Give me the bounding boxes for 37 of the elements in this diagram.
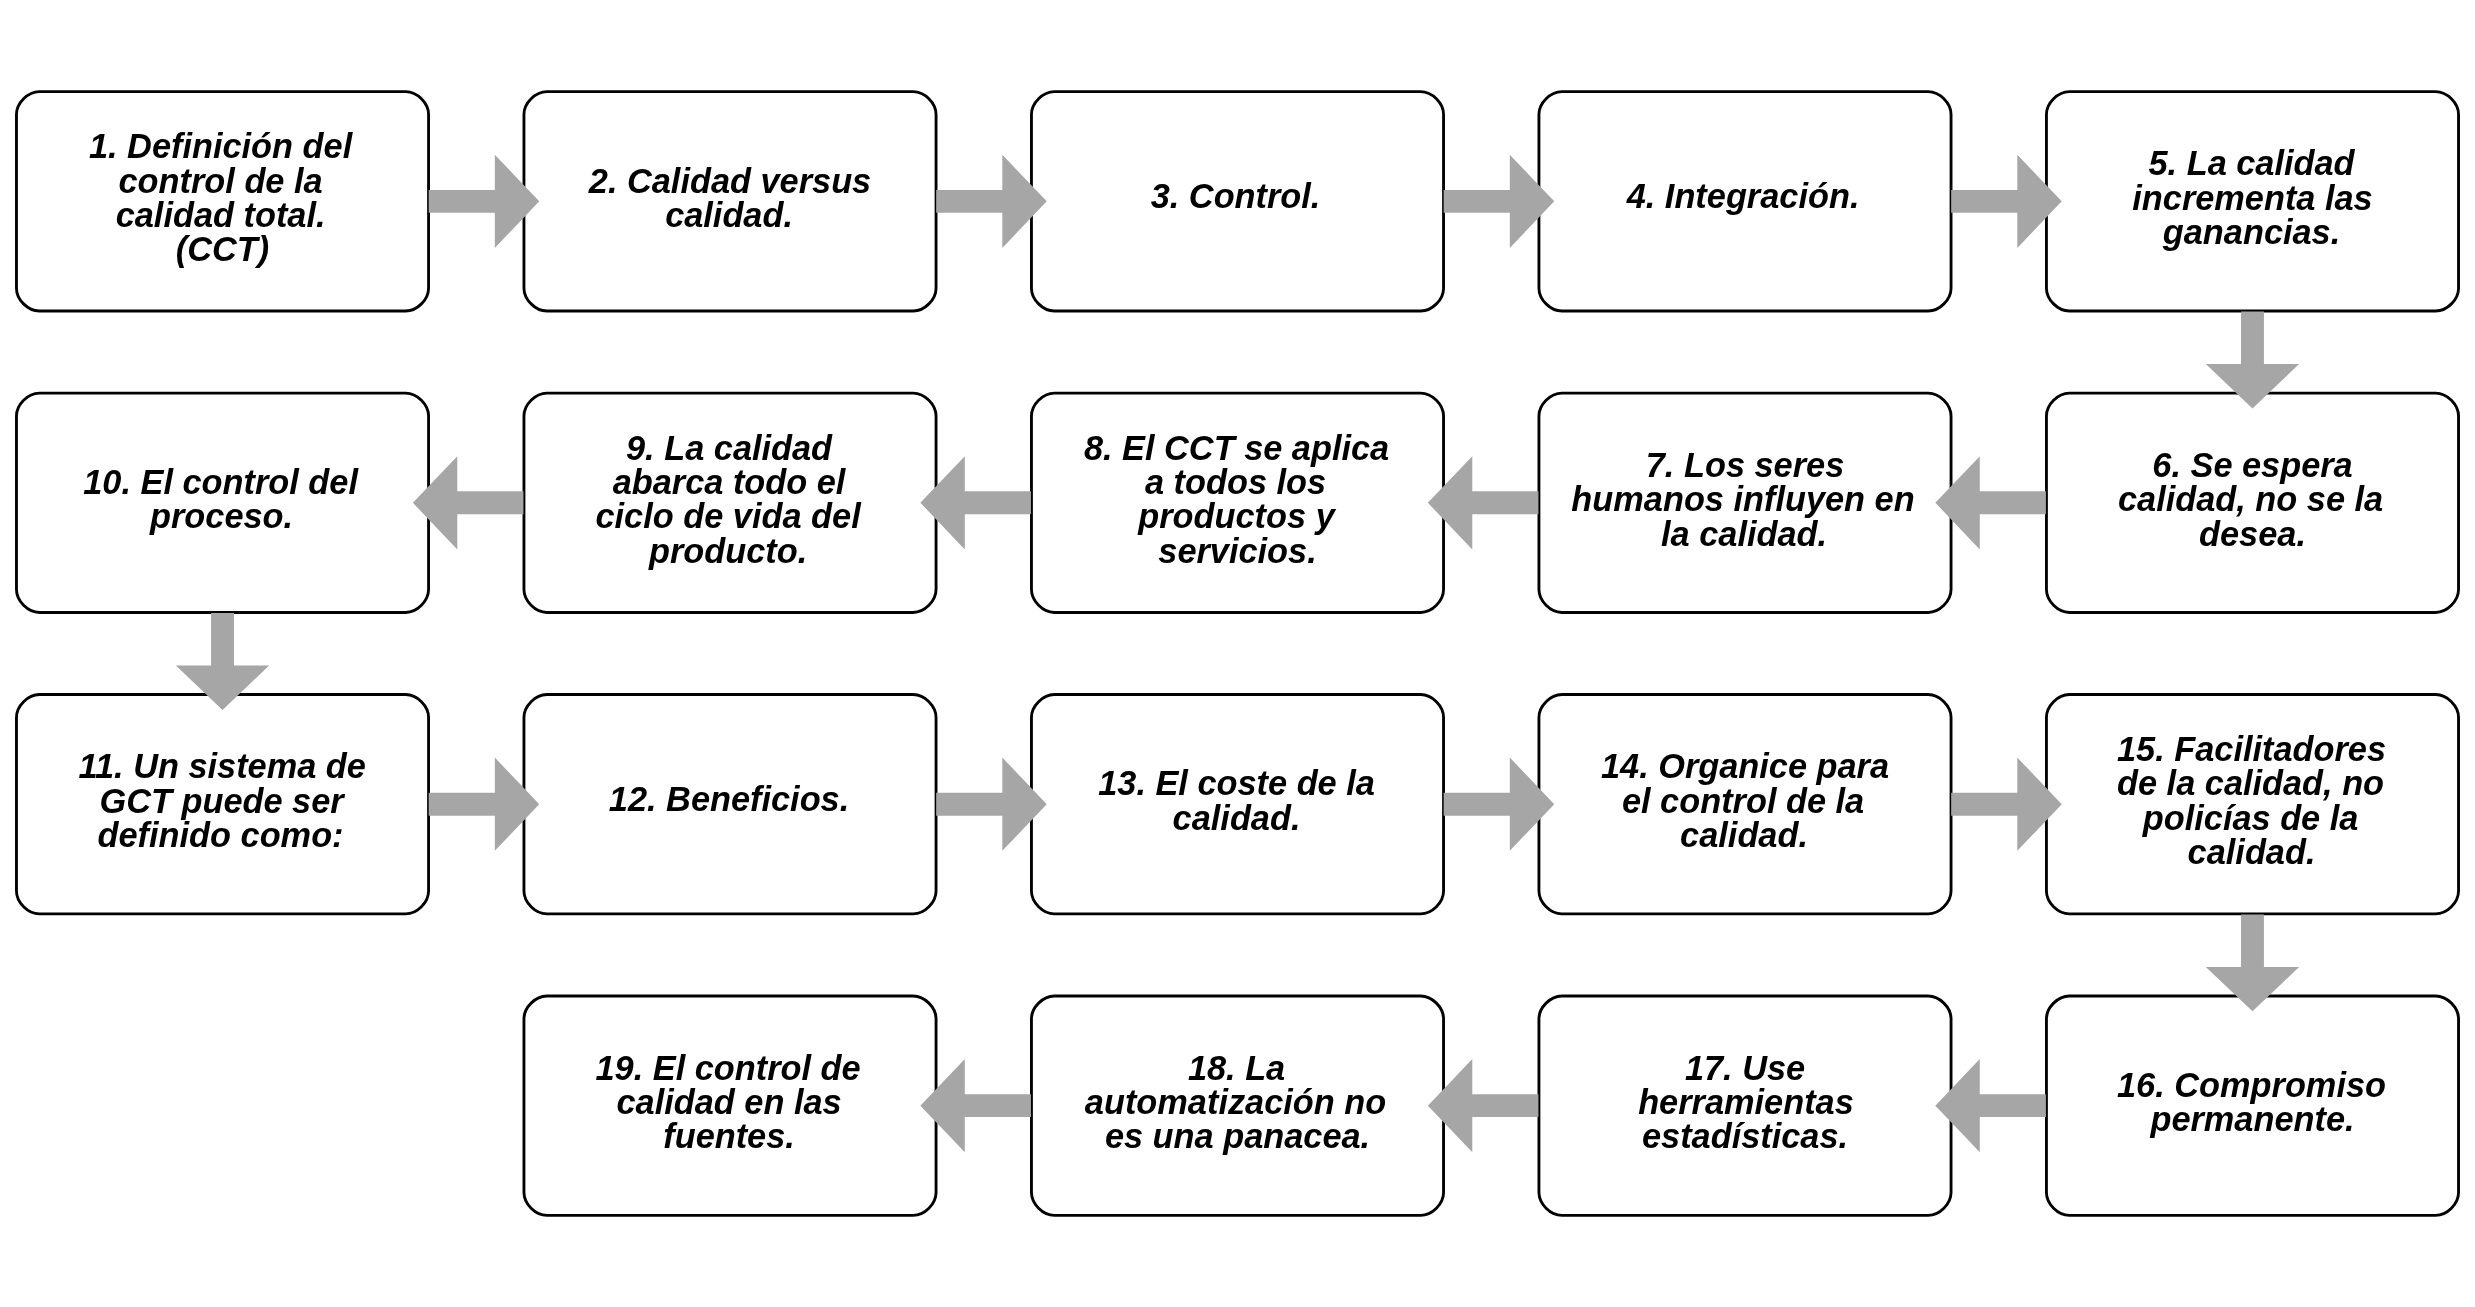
arrow bbox=[175, 613, 270, 710]
arrow bbox=[1951, 154, 2062, 248]
arrow bbox=[920, 1059, 1031, 1153]
node-box: 13. El coste de la calidad. bbox=[1030, 693, 1445, 916]
node-box: 6. Se espera calidad, no se la desea. bbox=[2045, 391, 2460, 614]
arrow bbox=[1443, 154, 1555, 248]
arrow bbox=[1935, 1059, 2046, 1153]
arrow bbox=[1935, 456, 2046, 550]
arrow bbox=[1427, 1059, 1539, 1153]
node-box: 7. Los seres humanos influyen en la calidad. bbox=[1537, 391, 1953, 614]
node-box: 17. Use herramientas estadísticas. bbox=[1537, 994, 1953, 1217]
arrow bbox=[412, 456, 524, 550]
node-box: 10. El control del proceso. bbox=[15, 391, 430, 614]
node-box: 11. Un sistema de GCT puede ser definido como: bbox=[15, 693, 430, 916]
node-box: 16. Compromiso permanente. bbox=[2045, 994, 2460, 1217]
arrow bbox=[2205, 914, 2300, 1012]
node-box: 19. El control de calidad en las fuentes. bbox=[522, 994, 938, 1217]
node-box: 2. Calidad versus calidad. bbox=[522, 90, 938, 313]
arrow bbox=[2205, 311, 2300, 409]
arrow bbox=[428, 154, 540, 248]
node-box: 1. Definición del control de la calidad total. (CCT) bbox=[15, 90, 430, 313]
arrow bbox=[920, 456, 1031, 550]
node-box: 15. Facilitadores de la calidad, no policías de la calidad. bbox=[2045, 693, 2460, 916]
arrow bbox=[1443, 757, 1555, 851]
node-box: 4. Integración. bbox=[1537, 90, 1953, 313]
arrow bbox=[1427, 456, 1539, 550]
node-box: 12. Beneficios. bbox=[522, 693, 938, 916]
arrow bbox=[936, 154, 1047, 248]
node-box: 18. La automatización no es una panacea. bbox=[1030, 994, 1445, 1217]
node-box: 5. La calidad incrementa las ganancias. bbox=[2045, 90, 2460, 313]
node-box: 14. Organice para el control de la calidad. bbox=[1537, 693, 1953, 916]
node-box: 3. Control. bbox=[1030, 90, 1445, 313]
node-box: 8. El CCT se aplica a todos los productos y servicios. bbox=[1030, 391, 1445, 614]
arrow bbox=[1951, 757, 2062, 851]
arrow bbox=[428, 757, 540, 851]
node-box: 9. La calidad abarca todo el ciclo de vida del producto. bbox=[522, 391, 938, 614]
arrow bbox=[936, 757, 1047, 851]
